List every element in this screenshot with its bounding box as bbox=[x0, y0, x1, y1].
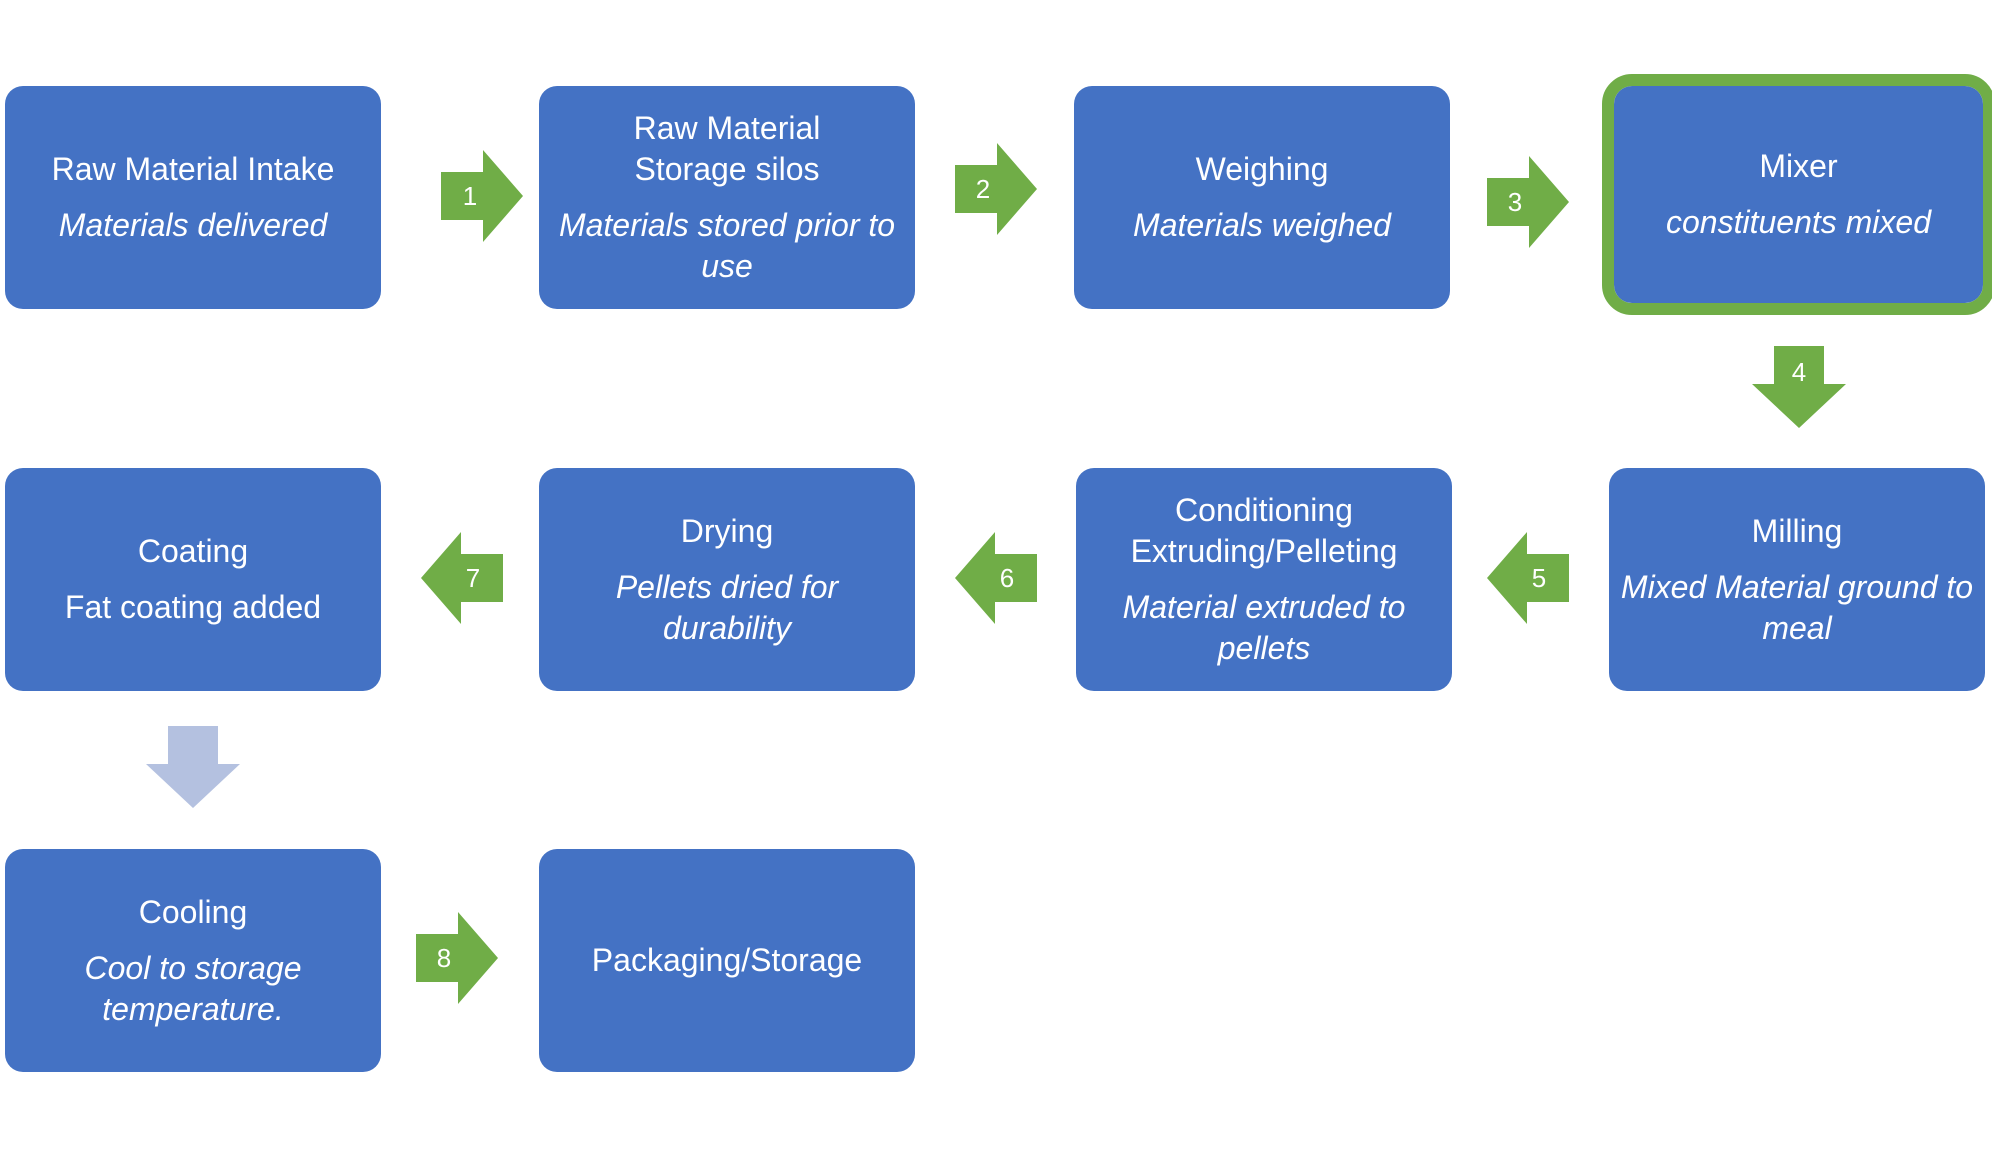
step-description: Cool to storage temperature. bbox=[84, 949, 302, 1027]
arrow-right-icon bbox=[441, 150, 523, 242]
step-mixer: Mixer constituents mixed bbox=[1602, 74, 1992, 315]
step-title: Coating bbox=[137, 533, 249, 569]
step-title: Weighing bbox=[1195, 151, 1329, 187]
step-drying: Drying Pellets dried for durability bbox=[539, 468, 915, 691]
step-weighing: Weighing Materials weighed bbox=[1074, 86, 1450, 309]
step-coating: Coating Fat coating added bbox=[5, 468, 381, 691]
step-description: Fat coating added bbox=[64, 589, 322, 625]
step-milling: Milling Mixed Material ground to meal bbox=[1609, 468, 1985, 691]
step-description: Mixed Material ground to meal bbox=[1620, 568, 1974, 646]
arrow-label: 6 bbox=[999, 563, 1015, 593]
step-cooling: Cooling Cool to storage temperature. bbox=[5, 849, 381, 1072]
arrow-label: 5 bbox=[1531, 563, 1547, 593]
arrow-label: 3 bbox=[1507, 187, 1523, 217]
arrow-down-icon bbox=[1752, 346, 1846, 428]
step-title: Packaging/Storage bbox=[591, 942, 863, 978]
step-title: Mixer bbox=[1759, 148, 1838, 184]
step-title: Drying bbox=[680, 512, 774, 549]
step-packaging-storage: Packaging/Storage bbox=[539, 849, 915, 1072]
step-title: Milling bbox=[1751, 512, 1843, 549]
step-description: constituents mixed bbox=[1665, 204, 1931, 240]
arrow-right-icon bbox=[416, 912, 498, 1004]
step-title: Raw Material Intake bbox=[51, 151, 335, 187]
step-conditioning: Conditioning Extruding/Pelleting Materia… bbox=[1076, 468, 1452, 691]
step-raw-material-intake: Raw Material Intake Materials delivered bbox=[5, 86, 381, 309]
arrow-left-icon bbox=[955, 532, 1037, 624]
arrow-right-icon bbox=[955, 143, 1037, 235]
step-title: Cooling bbox=[138, 893, 248, 930]
step-raw-material-storage: Raw Material Storage silos Materials sto… bbox=[539, 86, 915, 309]
arrow-left-icon bbox=[421, 532, 503, 624]
step-description: Materials weighed bbox=[1133, 207, 1391, 243]
arrow-label: 8 bbox=[436, 943, 452, 973]
step-title: Raw Material Storage silos bbox=[633, 110, 821, 187]
arrow-label: 7 bbox=[465, 563, 481, 593]
arrow-label: 1 bbox=[462, 181, 478, 211]
arrow-right-icon bbox=[1487, 156, 1569, 248]
arrow-label: 4 bbox=[1791, 357, 1807, 387]
step-description: Materials delivered bbox=[58, 207, 328, 243]
arrow-label: 2 bbox=[975, 174, 991, 204]
step-description: Material extruded to pellets bbox=[1122, 589, 1406, 666]
arrow-left-icon bbox=[1487, 532, 1569, 624]
step-description: Pellets dried for durability bbox=[615, 568, 839, 646]
step-description: Materials stored prior to use bbox=[558, 207, 896, 284]
step-title: Conditioning Extruding/Pelleting bbox=[1130, 492, 1398, 569]
arrow-down-icon bbox=[146, 726, 240, 808]
